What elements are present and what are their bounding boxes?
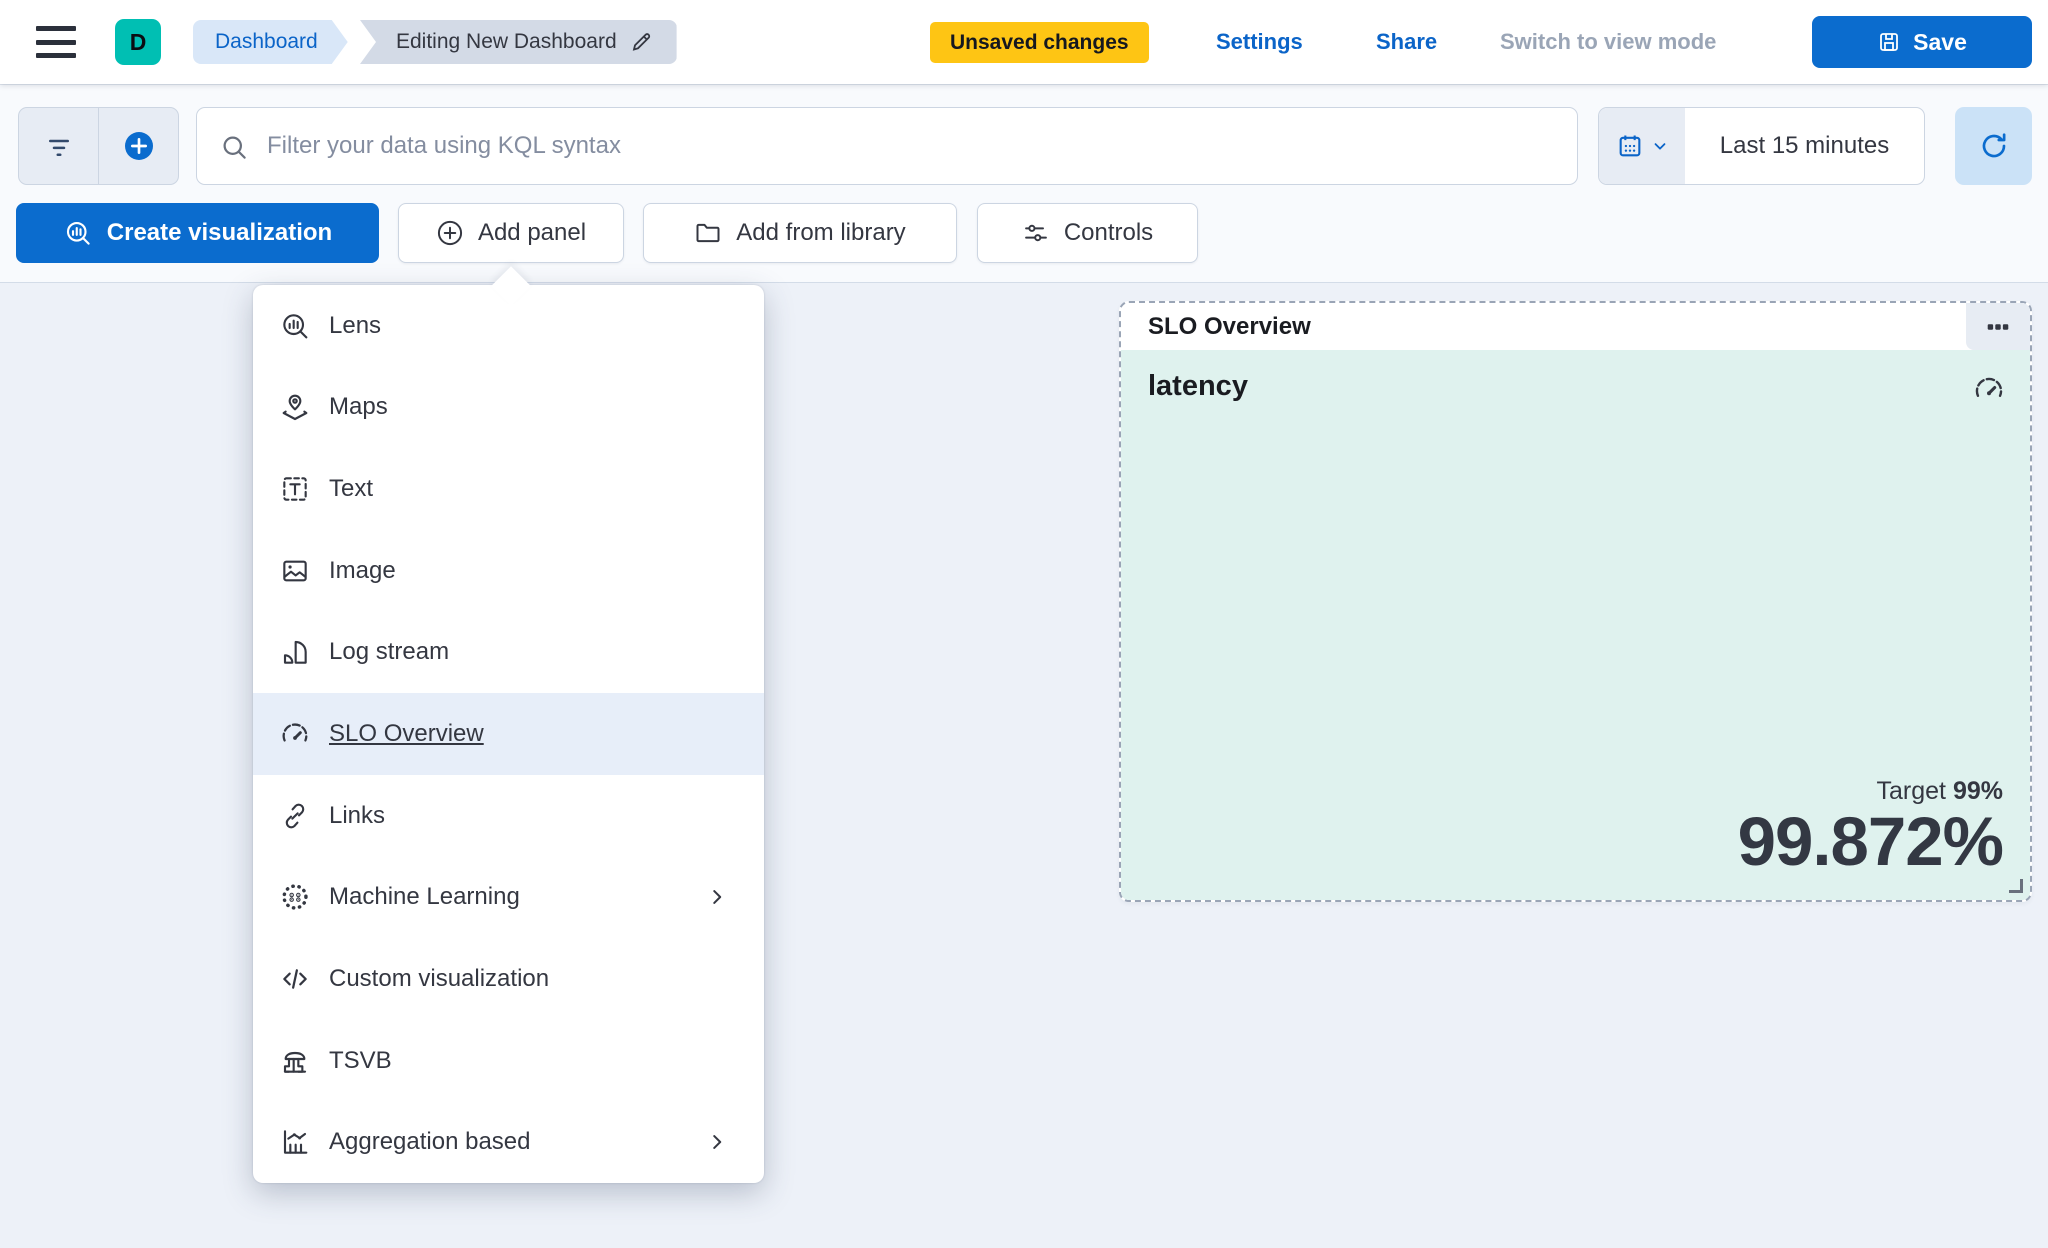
- log-stream-icon: [278, 635, 312, 669]
- filter-button[interactable]: [19, 108, 98, 184]
- add-panel-menu: Lens Maps Text: [253, 285, 764, 1183]
- add-from-library-label: Add from library: [736, 219, 906, 246]
- refresh-button[interactable]: [1955, 107, 2032, 185]
- menu-item-aggregation-based[interactable]: Aggregation based: [253, 1101, 764, 1183]
- create-visualization-label: Create visualization: [106, 219, 333, 246]
- breadcrumb-current[interactable]: Editing New Dashboard: [360, 20, 677, 64]
- maps-icon: [278, 390, 312, 424]
- panel-title: SLO Overview: [1148, 312, 1311, 340]
- time-picker-calendar-button[interactable]: [1599, 108, 1685, 184]
- controls-button[interactable]: Controls: [977, 203, 1198, 263]
- menu-item-label: Text: [329, 475, 374, 503]
- chevron-down-icon: [1651, 137, 1669, 155]
- menu-item-label: Lens: [329, 311, 382, 339]
- chevron-right-icon: [706, 1131, 728, 1153]
- add-panel-label: Add panel: [477, 219, 587, 246]
- aggregation-icon: [278, 1125, 312, 1159]
- kql-search-input[interactable]: [267, 108, 1557, 184]
- breadcrumb-root-label: Dashboard: [215, 30, 318, 53]
- lens-icon: [278, 309, 312, 343]
- unsaved-changes-badge: Unsaved changes: [930, 22, 1149, 63]
- menu-hamburger-icon[interactable]: [36, 26, 76, 58]
- save-button-label: Save: [1913, 28, 1967, 55]
- menu-item-log-stream[interactable]: Log stream: [253, 612, 764, 694]
- filter-icon: [44, 131, 74, 161]
- menu-item-label: TSVB: [329, 1046, 392, 1074]
- menu-item-maps[interactable]: Maps: [253, 367, 764, 449]
- slo-overview-panel: SLO Overview latency Target 99% 99: [1119, 301, 2032, 902]
- text-icon: [278, 472, 312, 506]
- menu-item-machine-learning[interactable]: Machine Learning: [253, 856, 764, 938]
- code-icon: [278, 962, 312, 996]
- share-link[interactable]: Share: [1376, 29, 1438, 54]
- search-icon: [223, 136, 246, 159]
- save-button[interactable]: Save: [1812, 16, 2032, 68]
- kql-search-box: [196, 107, 1578, 185]
- breadcrumb-current-label: Editing New Dashboard: [396, 30, 617, 53]
- lens-app-icon: [63, 218, 93, 248]
- slo-name: latency: [1148, 370, 1248, 402]
- add-panel-button[interactable]: Add panel: [398, 203, 624, 263]
- menu-item-custom-visualization[interactable]: Custom visualization: [253, 938, 764, 1020]
- slo-target-value: 99%: [1952, 776, 2003, 805]
- time-range-value[interactable]: Last 15 minutes: [1719, 132, 1890, 159]
- menu-item-tsvb[interactable]: TSVB: [253, 1020, 764, 1102]
- slo-target-label: Target: [1876, 776, 1946, 805]
- refresh-icon: [1978, 130, 2010, 162]
- breadcrumb-dashboard[interactable]: Dashboard: [193, 20, 348, 64]
- menu-item-links[interactable]: Links: [253, 775, 764, 857]
- panel-header: SLO Overview: [1121, 303, 2030, 350]
- toolbar-zone: Last 15 minutes Create visualization: [0, 84, 2048, 283]
- add-from-library-button[interactable]: Add from library: [643, 203, 957, 263]
- menu-item-label: Log stream: [329, 638, 450, 666]
- slo-metrics: Target 99% 99.872%: [1737, 777, 2004, 880]
- switch-to-view-mode-link[interactable]: Switch to view mode: [1500, 29, 1717, 54]
- menu-item-label: Aggregation based: [329, 1128, 531, 1156]
- pencil-icon: [629, 30, 653, 54]
- tsvb-icon: [278, 1044, 312, 1078]
- menu-item-text[interactable]: Text: [253, 448, 764, 530]
- calendar-icon: [1616, 132, 1644, 160]
- gauge-icon: [1972, 372, 2006, 411]
- image-icon: [278, 554, 312, 588]
- time-picker: Last 15 minutes: [1598, 107, 1925, 185]
- panel-options-button[interactable]: [1966, 303, 2030, 350]
- gauge-icon: [278, 717, 312, 751]
- top-header: D Dashboard Editing New Dashboard Unsave…: [0, 0, 2048, 84]
- slo-panel-content: latency Target 99% 99.872%: [1121, 350, 2030, 900]
- save-icon: [1877, 30, 1901, 54]
- plus-circle-icon: [436, 219, 464, 247]
- folder-icon: [694, 219, 722, 247]
- menu-item-lens[interactable]: Lens: [253, 285, 764, 367]
- slo-target: Target 99%: [1738, 777, 2003, 806]
- menu-item-label: Maps: [329, 393, 388, 421]
- machine-learning-icon: [278, 880, 312, 914]
- menu-item-label: Links: [329, 801, 386, 829]
- add-filter-button[interactable]: [98, 108, 178, 184]
- menu-item-label: Custom visualization: [329, 964, 550, 992]
- menu-item-slo-overview[interactable]: SLO Overview: [253, 693, 764, 775]
- plus-in-circle-icon: [123, 130, 155, 162]
- settings-link[interactable]: Settings: [1216, 29, 1303, 54]
- panel-resize-handle[interactable]: [2009, 879, 2023, 893]
- menu-item-label: SLO Overview: [329, 720, 484, 748]
- menu-item-label: Image: [329, 556, 396, 584]
- chevron-right-icon: [706, 886, 728, 908]
- menu-item-label: Machine Learning: [329, 883, 520, 911]
- sliders-icon: [1022, 219, 1050, 247]
- controls-label: Controls: [1063, 219, 1154, 246]
- create-visualization-button[interactable]: Create visualization: [16, 203, 379, 263]
- boxes-horizontal-icon: [1987, 323, 2009, 330]
- menu-item-image[interactable]: Image: [253, 530, 764, 612]
- avatar[interactable]: D: [115, 19, 161, 65]
- filter-button-group: [18, 107, 179, 185]
- link-icon: [278, 799, 312, 833]
- slo-value: 99.872%: [1737, 802, 2004, 880]
